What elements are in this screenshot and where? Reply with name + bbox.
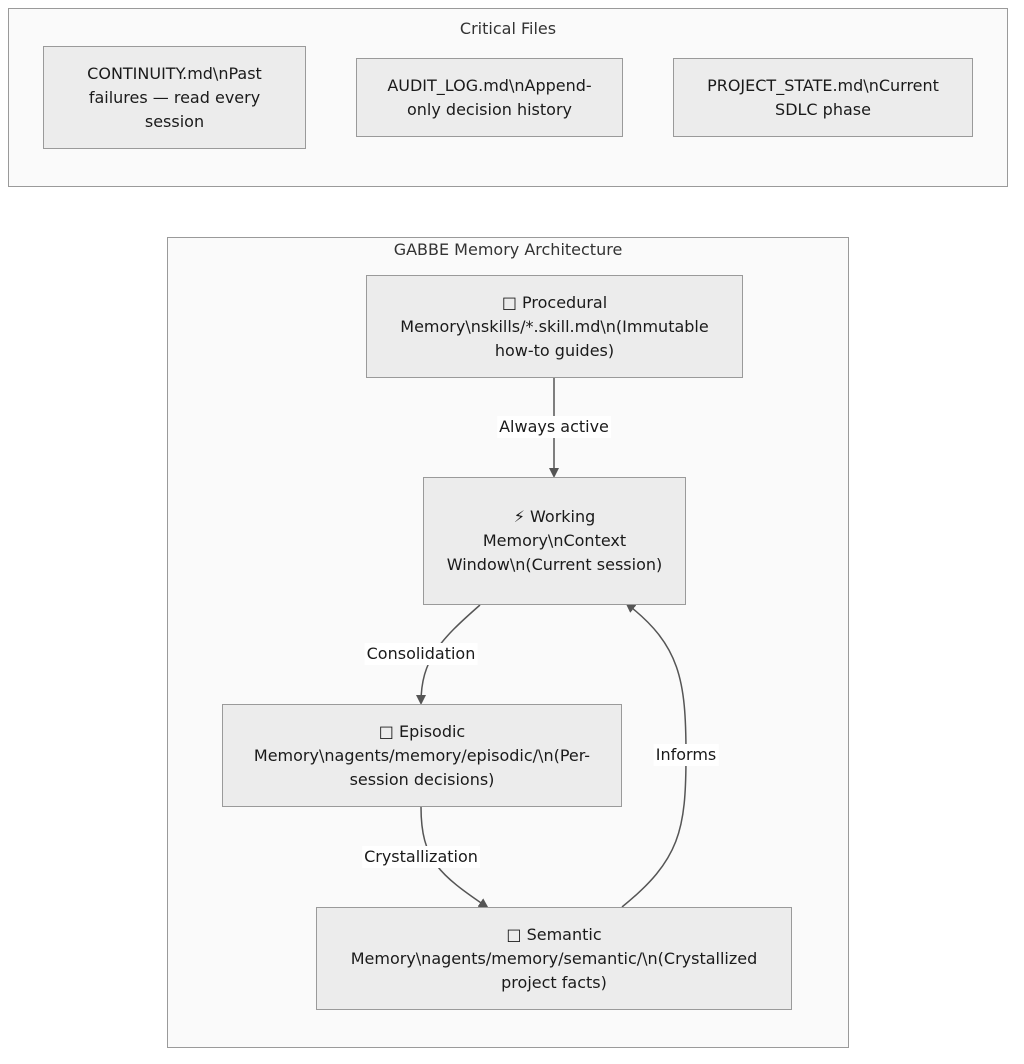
continuity-node: CONTINUITY.md\nPast failures — read ever…: [43, 46, 306, 149]
audit-log-label: AUDIT_LOG.md\nAppend-only decision histo…: [387, 75, 592, 119]
working-memory-node: ⚡ Working Memory\nContext Window\n(Curre…: [423, 477, 686, 605]
edge-label-crystallization: Crystallization: [362, 846, 480, 868]
critical-files-title: Critical Files: [459, 19, 557, 38]
memory-architecture-title: GABBE Memory Architecture: [393, 240, 623, 259]
semantic-memory-node: □ Semantic Memory\nagents/memory/semanti…: [316, 907, 792, 1010]
edge-label-informs: Informs: [653, 744, 719, 766]
episodic-memory-node: □ Episodic Memory\nagents/memory/episodi…: [222, 704, 622, 807]
continuity-label: CONTINUITY.md\nPast failures — read ever…: [87, 63, 262, 131]
working-memory-label: ⚡ Working Memory\nContext Window\n(Curre…: [446, 507, 663, 574]
edge-label-consolidation: Consolidation: [364, 643, 478, 665]
semantic-memory-label: □ Semantic Memory\nagents/memory/semanti…: [350, 924, 758, 992]
project-state-node: PROJECT_STATE.md\nCurrent SDLC phase: [673, 58, 973, 137]
audit-log-node: AUDIT_LOG.md\nAppend-only decision histo…: [356, 58, 623, 137]
episodic-memory-label: □ Episodic Memory\nagents/memory/episodi…: [253, 721, 591, 789]
procedural-memory-label: □ Procedural Memory\nskills/*.skill.md\n…: [400, 292, 709, 360]
edge-label-always-active: Always active: [497, 416, 611, 438]
procedural-memory-node: □ Procedural Memory\nskills/*.skill.md\n…: [366, 275, 743, 378]
project-state-label: PROJECT_STATE.md\nCurrent SDLC phase: [707, 75, 939, 119]
